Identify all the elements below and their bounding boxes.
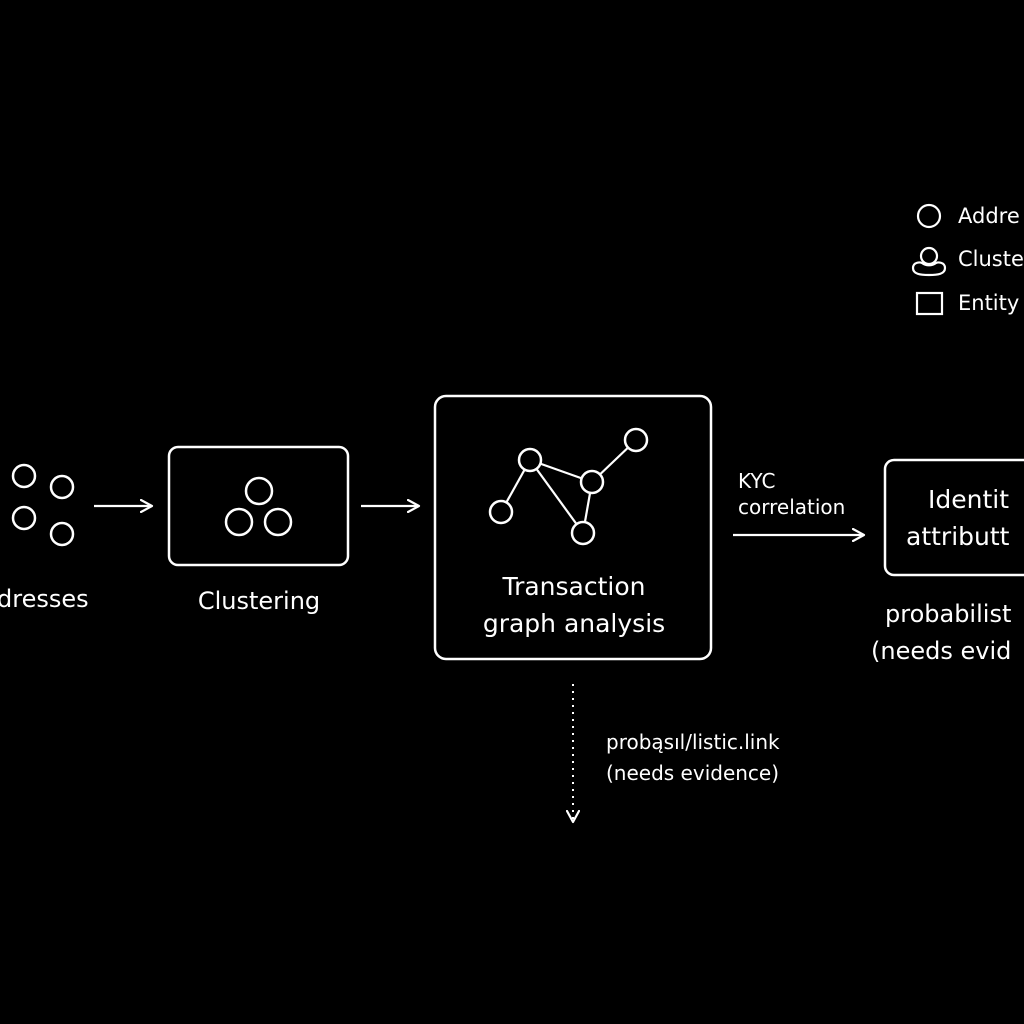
kyc-label-line2: correlation	[738, 495, 846, 519]
addresses-dots	[11, 463, 75, 547]
addresses-label: dresses	[0, 585, 89, 613]
address-dot	[49, 474, 75, 500]
transaction-graph-label-line1: Transaction	[502, 572, 646, 601]
graph-note-line2: (needs evidence)	[606, 761, 780, 785]
legend-label-entity: Entity	[958, 291, 1020, 315]
kyc-label-line1: KYC	[738, 469, 776, 493]
legend-label-cluster: Cluste	[958, 247, 1024, 271]
legend-entity-icon	[915, 291, 944, 316]
legend-address-icon	[916, 203, 942, 229]
legend-cluster-icon	[911, 246, 947, 277]
identity-label-line1: Identit	[928, 485, 1010, 514]
transaction-graph-label-line2: graph analysis	[482, 609, 666, 638]
address-dot	[11, 463, 37, 489]
identity-label-line2: attributt	[906, 522, 1010, 551]
identity-note-line1: probabilist	[885, 600, 1012, 628]
legend-label-address: Addre	[958, 204, 1020, 228]
clustering-label: Clustering	[197, 587, 321, 615]
address-dot	[49, 521, 75, 547]
identity-attribution-box	[883, 458, 1024, 577]
identity-note-line2: (needs evid	[871, 637, 1012, 665]
graph-note-line1: probąsıl/listic.link	[606, 730, 780, 754]
transaction-graph-box	[433, 394, 713, 661]
cluster-icon	[224, 476, 293, 537]
network-graph-icon	[488, 427, 649, 546]
address-dot	[11, 505, 37, 531]
clustering-box	[167, 445, 350, 567]
